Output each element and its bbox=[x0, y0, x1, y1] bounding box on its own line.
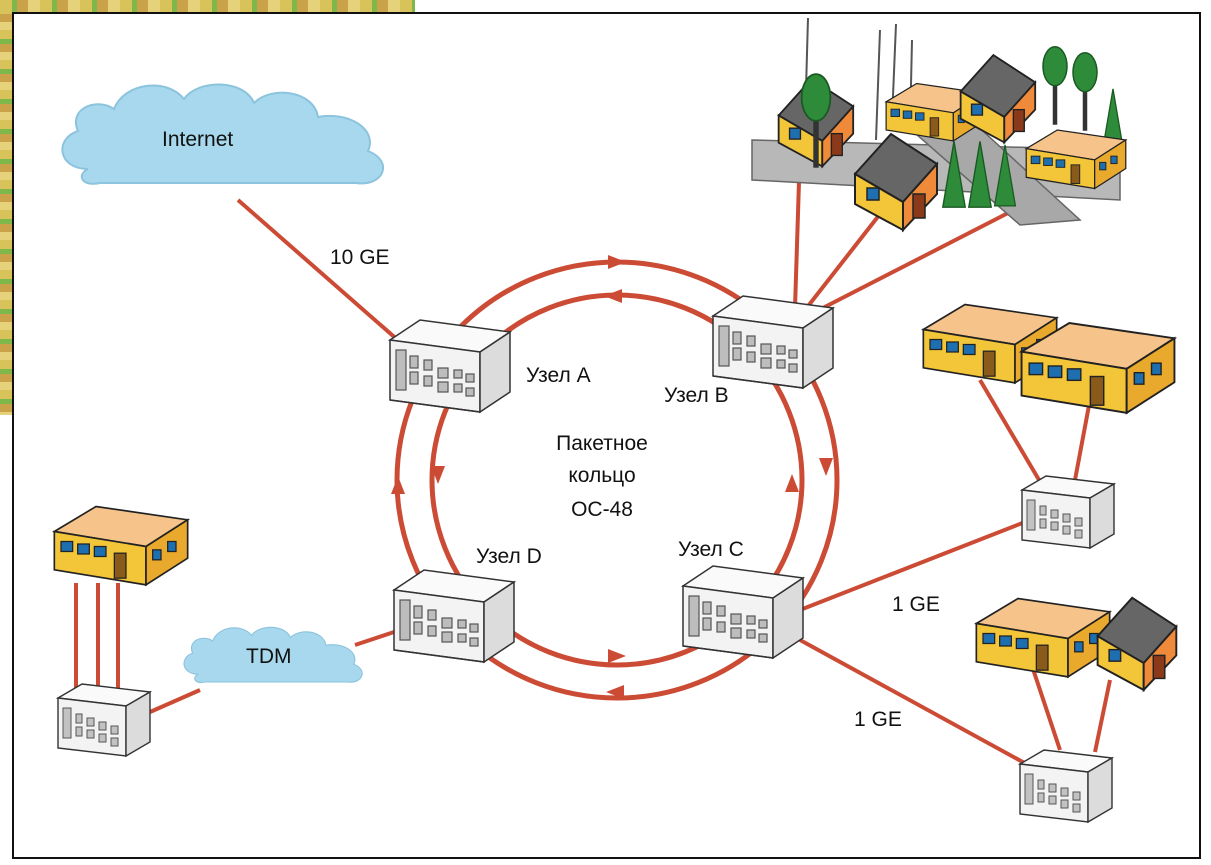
left-box bbox=[57, 683, 151, 757]
village-illustration bbox=[751, 17, 1127, 232]
link-lines bbox=[74, 149, 1112, 768]
node-d-label: Узел D bbox=[476, 545, 542, 568]
arrow-bottom-outer bbox=[606, 685, 624, 699]
arrow-bottom-inner bbox=[608, 649, 626, 663]
node-b-switch bbox=[712, 295, 834, 389]
office-building-lower bbox=[975, 597, 1111, 678]
node-b-village-link-2 bbox=[803, 212, 882, 312]
node-c-lower-link bbox=[799, 638, 1031, 768]
node-c-label: Узел C bbox=[678, 538, 744, 561]
internet-link-label: 10 GE bbox=[330, 246, 390, 269]
node-a-label: Узел A bbox=[526, 364, 591, 387]
arrow-top-outer bbox=[608, 255, 626, 269]
arrow-top-inner bbox=[604, 289, 622, 303]
node-d-switch bbox=[393, 569, 515, 663]
lower-ge-label: 1 GE bbox=[854, 708, 902, 731]
node-b-village-link-3 bbox=[814, 210, 1011, 314]
ring-label-line2: кольцо bbox=[568, 464, 635, 487]
office-building-left bbox=[53, 505, 189, 586]
tdm-node-d-link bbox=[354, 628, 401, 647]
tdm-box-link bbox=[149, 688, 201, 714]
background-map-edge-top bbox=[0, 0, 415, 14]
lower-box-building-link-1 bbox=[1028, 659, 1062, 751]
arrow-right-inner bbox=[785, 474, 799, 492]
internet-link-line bbox=[236, 198, 402, 344]
ring-arrows bbox=[391, 255, 833, 699]
background-map-edge bbox=[0, 0, 14, 415]
arrow-left-outer bbox=[391, 476, 405, 494]
upper-right-box bbox=[1021, 475, 1115, 549]
upper-ge-label: 1 GE bbox=[892, 593, 940, 616]
arrow-right-outer bbox=[819, 458, 833, 476]
node-c-switch bbox=[682, 565, 804, 659]
ring-label-line3: OC-48 bbox=[571, 498, 633, 521]
lower-right-box bbox=[1019, 749, 1113, 823]
node-c-upper-link bbox=[799, 518, 1031, 612]
lower-box-building-link-2 bbox=[1093, 679, 1112, 753]
arrow-left-inner bbox=[431, 466, 445, 484]
node-b-label: Узел B bbox=[664, 384, 729, 407]
internet-label: Internet bbox=[162, 128, 233, 151]
upper-box-building-link-2 bbox=[1073, 399, 1092, 481]
ring-label-line1: Пакетное bbox=[556, 432, 648, 455]
upper-box-building-link-1 bbox=[978, 378, 1044, 487]
tdm-label: TDM bbox=[246, 645, 292, 668]
node-a-switch bbox=[389, 319, 511, 413]
